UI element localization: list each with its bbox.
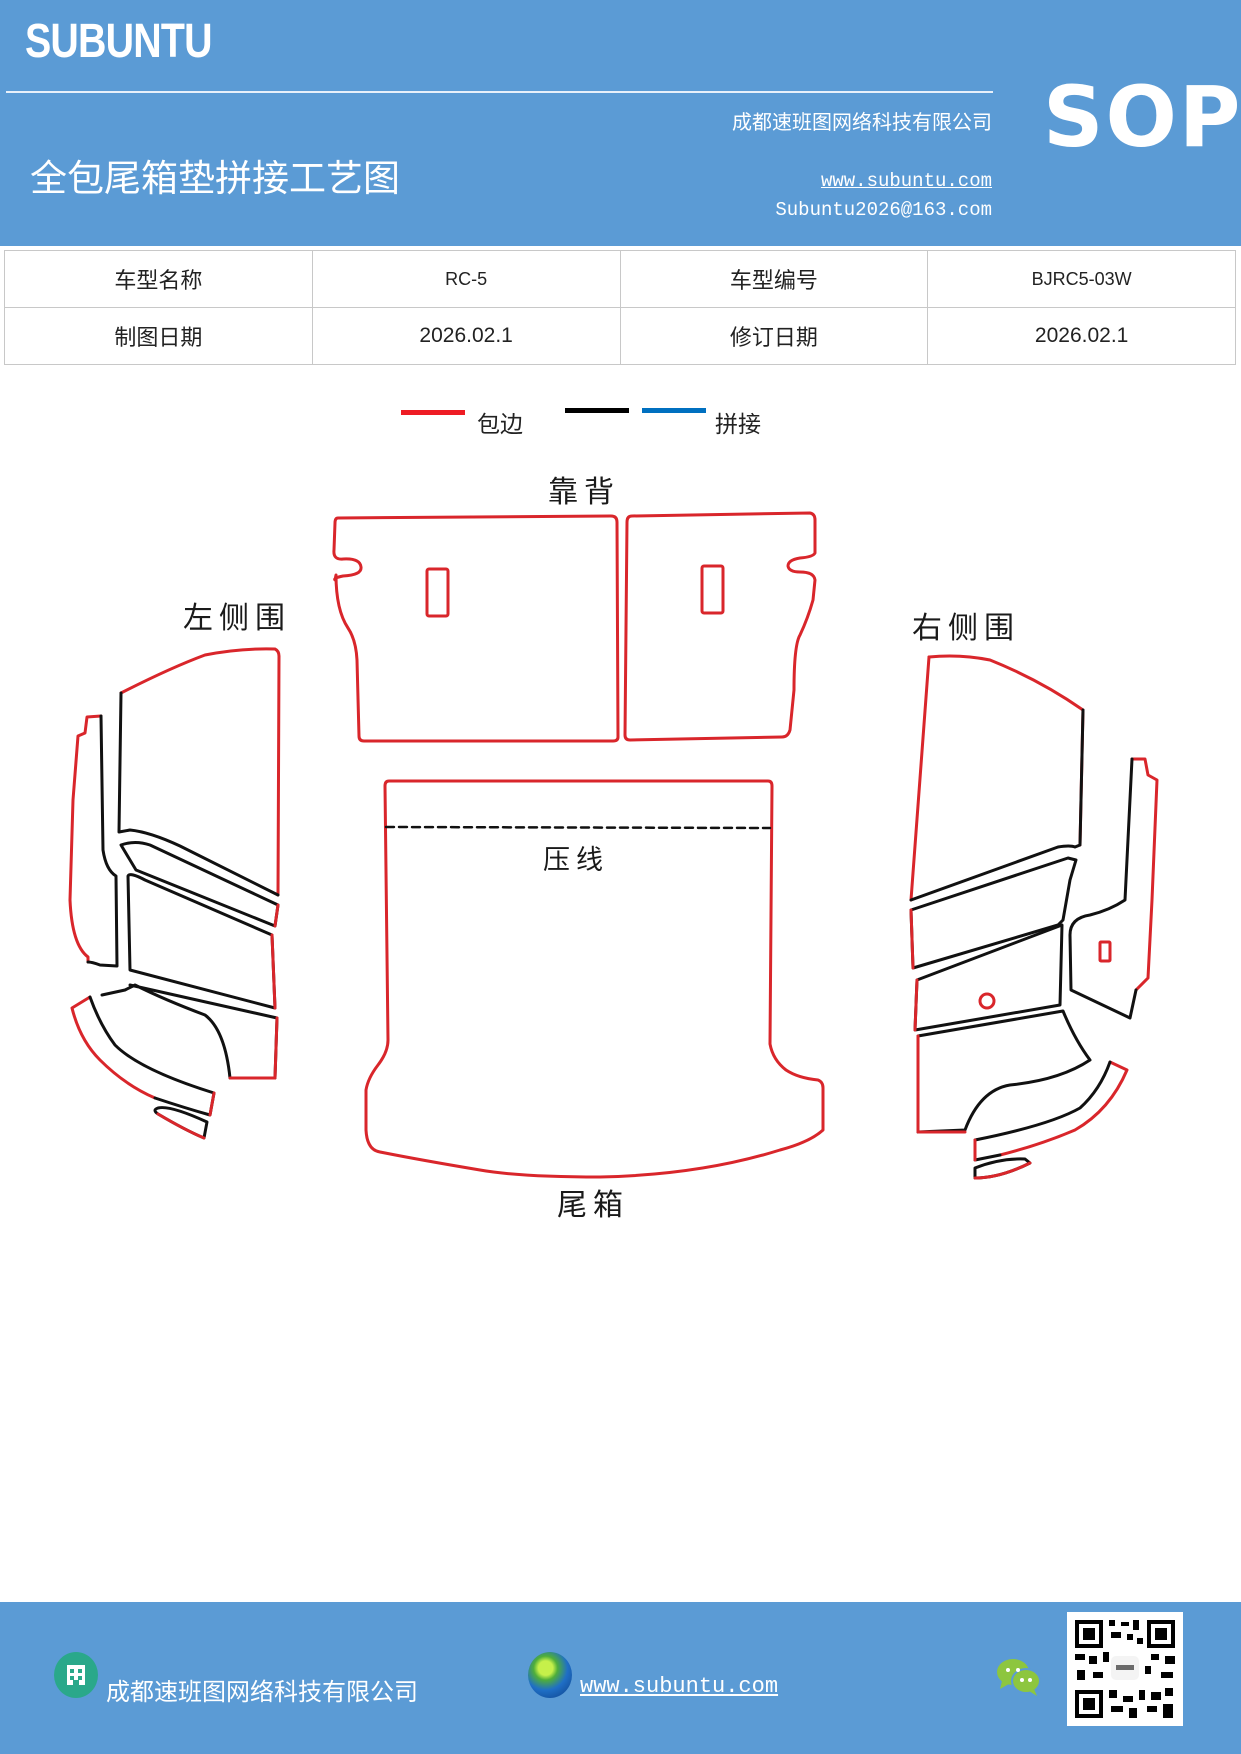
legend: 包边 拼接	[0, 400, 1241, 440]
revision-date-label: 修订日期	[619, 307, 929, 365]
brand-logo: SUBUNTU	[25, 15, 212, 68]
legend-swatch-red	[401, 410, 465, 415]
legend-label-edging: 包边	[477, 412, 523, 438]
globe-icon	[528, 1652, 572, 1698]
footer-company-name: 成都速班图网络科技有限公司	[106, 1678, 418, 1706]
label-trunk: 尾箱	[557, 1188, 629, 1223]
table-row: 制图日期 2026.02.1 修订日期 2026.02.1	[4, 307, 1236, 365]
header-divider	[6, 91, 993, 93]
legend-swatch-black	[565, 408, 629, 413]
sop-badge: SOP	[1043, 68, 1241, 166]
mat-diagram	[68, 511, 1159, 1180]
wechat-icon	[996, 1657, 1042, 1697]
model-name-label: 车型名称	[4, 250, 313, 308]
drawing-date-value: 2026.02.1	[311, 307, 621, 365]
footer-website-link[interactable]: www.subuntu.com	[580, 1674, 779, 1699]
backrest-left-panel	[332, 514, 620, 743]
label-left-side: 左侧围	[183, 601, 291, 636]
model-code-value: BJRC5-03W	[927, 250, 1236, 308]
qr-code[interactable]	[1067, 1612, 1183, 1726]
website-link[interactable]: www.subuntu.com	[820, 170, 992, 192]
footer-banner: 成都速班图网络科技有限公司 www.subuntu.com	[0, 1602, 1241, 1754]
vehicle-info-table: 车型名称 RC-5 车型编号 BJRC5-03W 制图日期 2026.02.1 …	[4, 250, 1236, 365]
building-icon	[54, 1652, 98, 1698]
model-code-label: 车型编号	[619, 250, 929, 308]
left-side-panels	[68, 647, 281, 1140]
legend-swatch-blue	[642, 408, 706, 413]
backrest-right-panel	[623, 511, 817, 742]
right-side-panels	[909, 654, 1159, 1180]
email-address: Subuntu2026@163.com	[775, 199, 992, 221]
header-banner: SUBUNTU 全包尾箱垫拼接工艺图 成都速班图网络科技有限公司 www.sub…	[0, 0, 1241, 246]
label-backrest: 靠背	[548, 475, 620, 510]
label-right-side: 右侧围	[912, 611, 1020, 646]
revision-date-value: 2026.02.1	[927, 307, 1236, 365]
model-name-value: RC-5	[311, 250, 621, 308]
table-row: 车型名称 RC-5 车型编号 BJRC5-03W	[4, 250, 1236, 308]
trunk-panel	[364, 779, 825, 1179]
legend-label-splice: 拼接	[715, 412, 761, 438]
document-title: 全包尾箱垫拼接工艺图	[30, 157, 400, 200]
drawing-date-label: 制图日期	[4, 307, 313, 365]
label-press-line: 压线	[543, 845, 609, 876]
company-name: 成都速班图网络科技有限公司	[732, 110, 992, 134]
